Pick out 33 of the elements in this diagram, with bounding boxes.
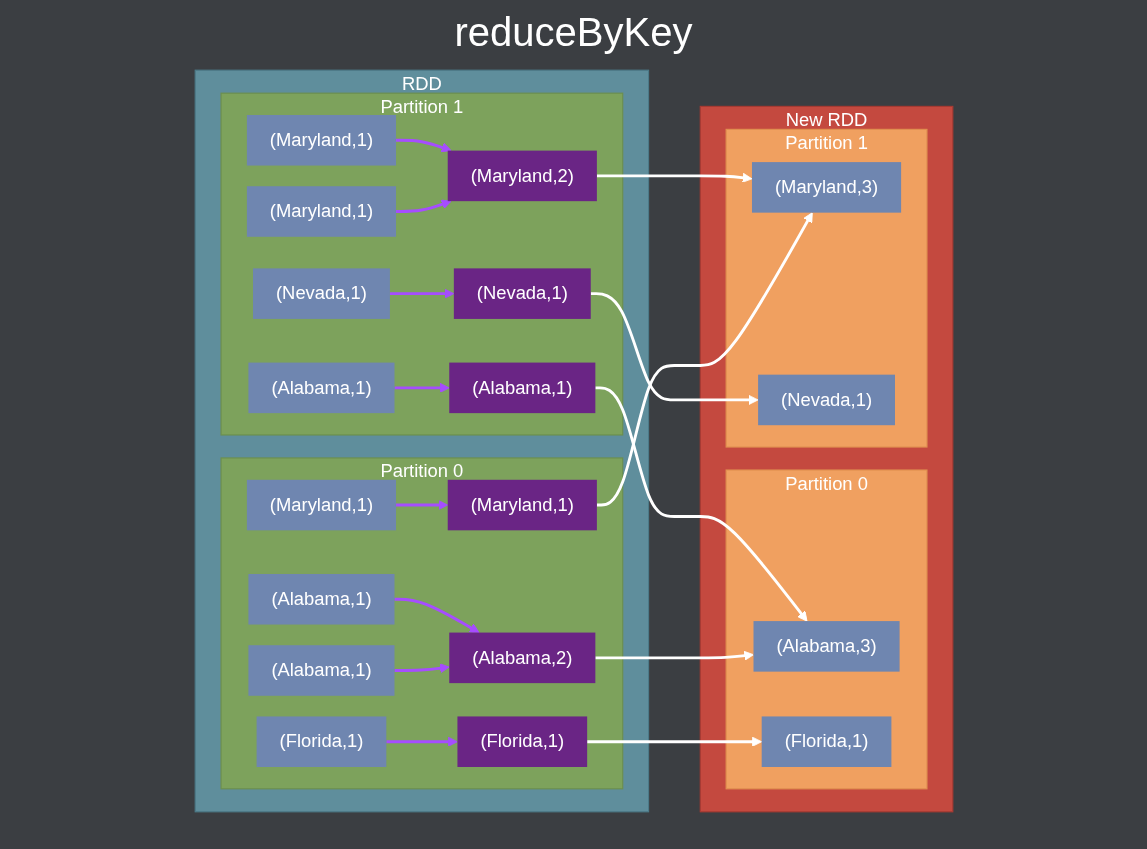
- arrow: [594, 650, 754, 661]
- node-box: (Florida,1): [256, 716, 386, 767]
- node-box: (Florida,1): [761, 716, 891, 767]
- node-box: (Alabama,2): [448, 632, 595, 684]
- node-box: (Nevada,1): [757, 374, 895, 426]
- diagram-title: reduceByKey: [453, 10, 694, 55]
- arrow: [590, 292, 759, 405]
- node-box: (Florida,1): [456, 716, 587, 767]
- node-box: (Maryland,1): [447, 479, 597, 531]
- arrow: [594, 386, 807, 622]
- node-box: (Alabama,1): [247, 574, 394, 625]
- node-box: (Nevada,1): [453, 268, 591, 319]
- arrow: [394, 663, 450, 674]
- node-box: (Alabama,1): [247, 645, 394, 696]
- node-box: (Alabama,1): [448, 362, 595, 414]
- node-box: (Alabama,1): [247, 362, 394, 414]
- arrow: [385, 736, 458, 747]
- node-box: (Maryland,1): [246, 115, 396, 166]
- node-box: (Maryland,2): [447, 150, 597, 202]
- arrow: [586, 736, 762, 747]
- node-box: (Maryland,3): [751, 162, 901, 213]
- node-box: (Nevada,1): [252, 268, 390, 319]
- arrow: [395, 138, 451, 153]
- arrow: [596, 172, 752, 183]
- node-box: (Alabama,3): [753, 621, 900, 672]
- arrow: [395, 500, 448, 511]
- arrow: [596, 212, 813, 507]
- node-box: (Maryland,1): [246, 479, 396, 531]
- arrow: [395, 199, 451, 213]
- node-box: (Maryland,1): [246, 186, 396, 237]
- arrow: [389, 288, 454, 299]
- arrow: [394, 597, 479, 634]
- arrow: [394, 382, 450, 393]
